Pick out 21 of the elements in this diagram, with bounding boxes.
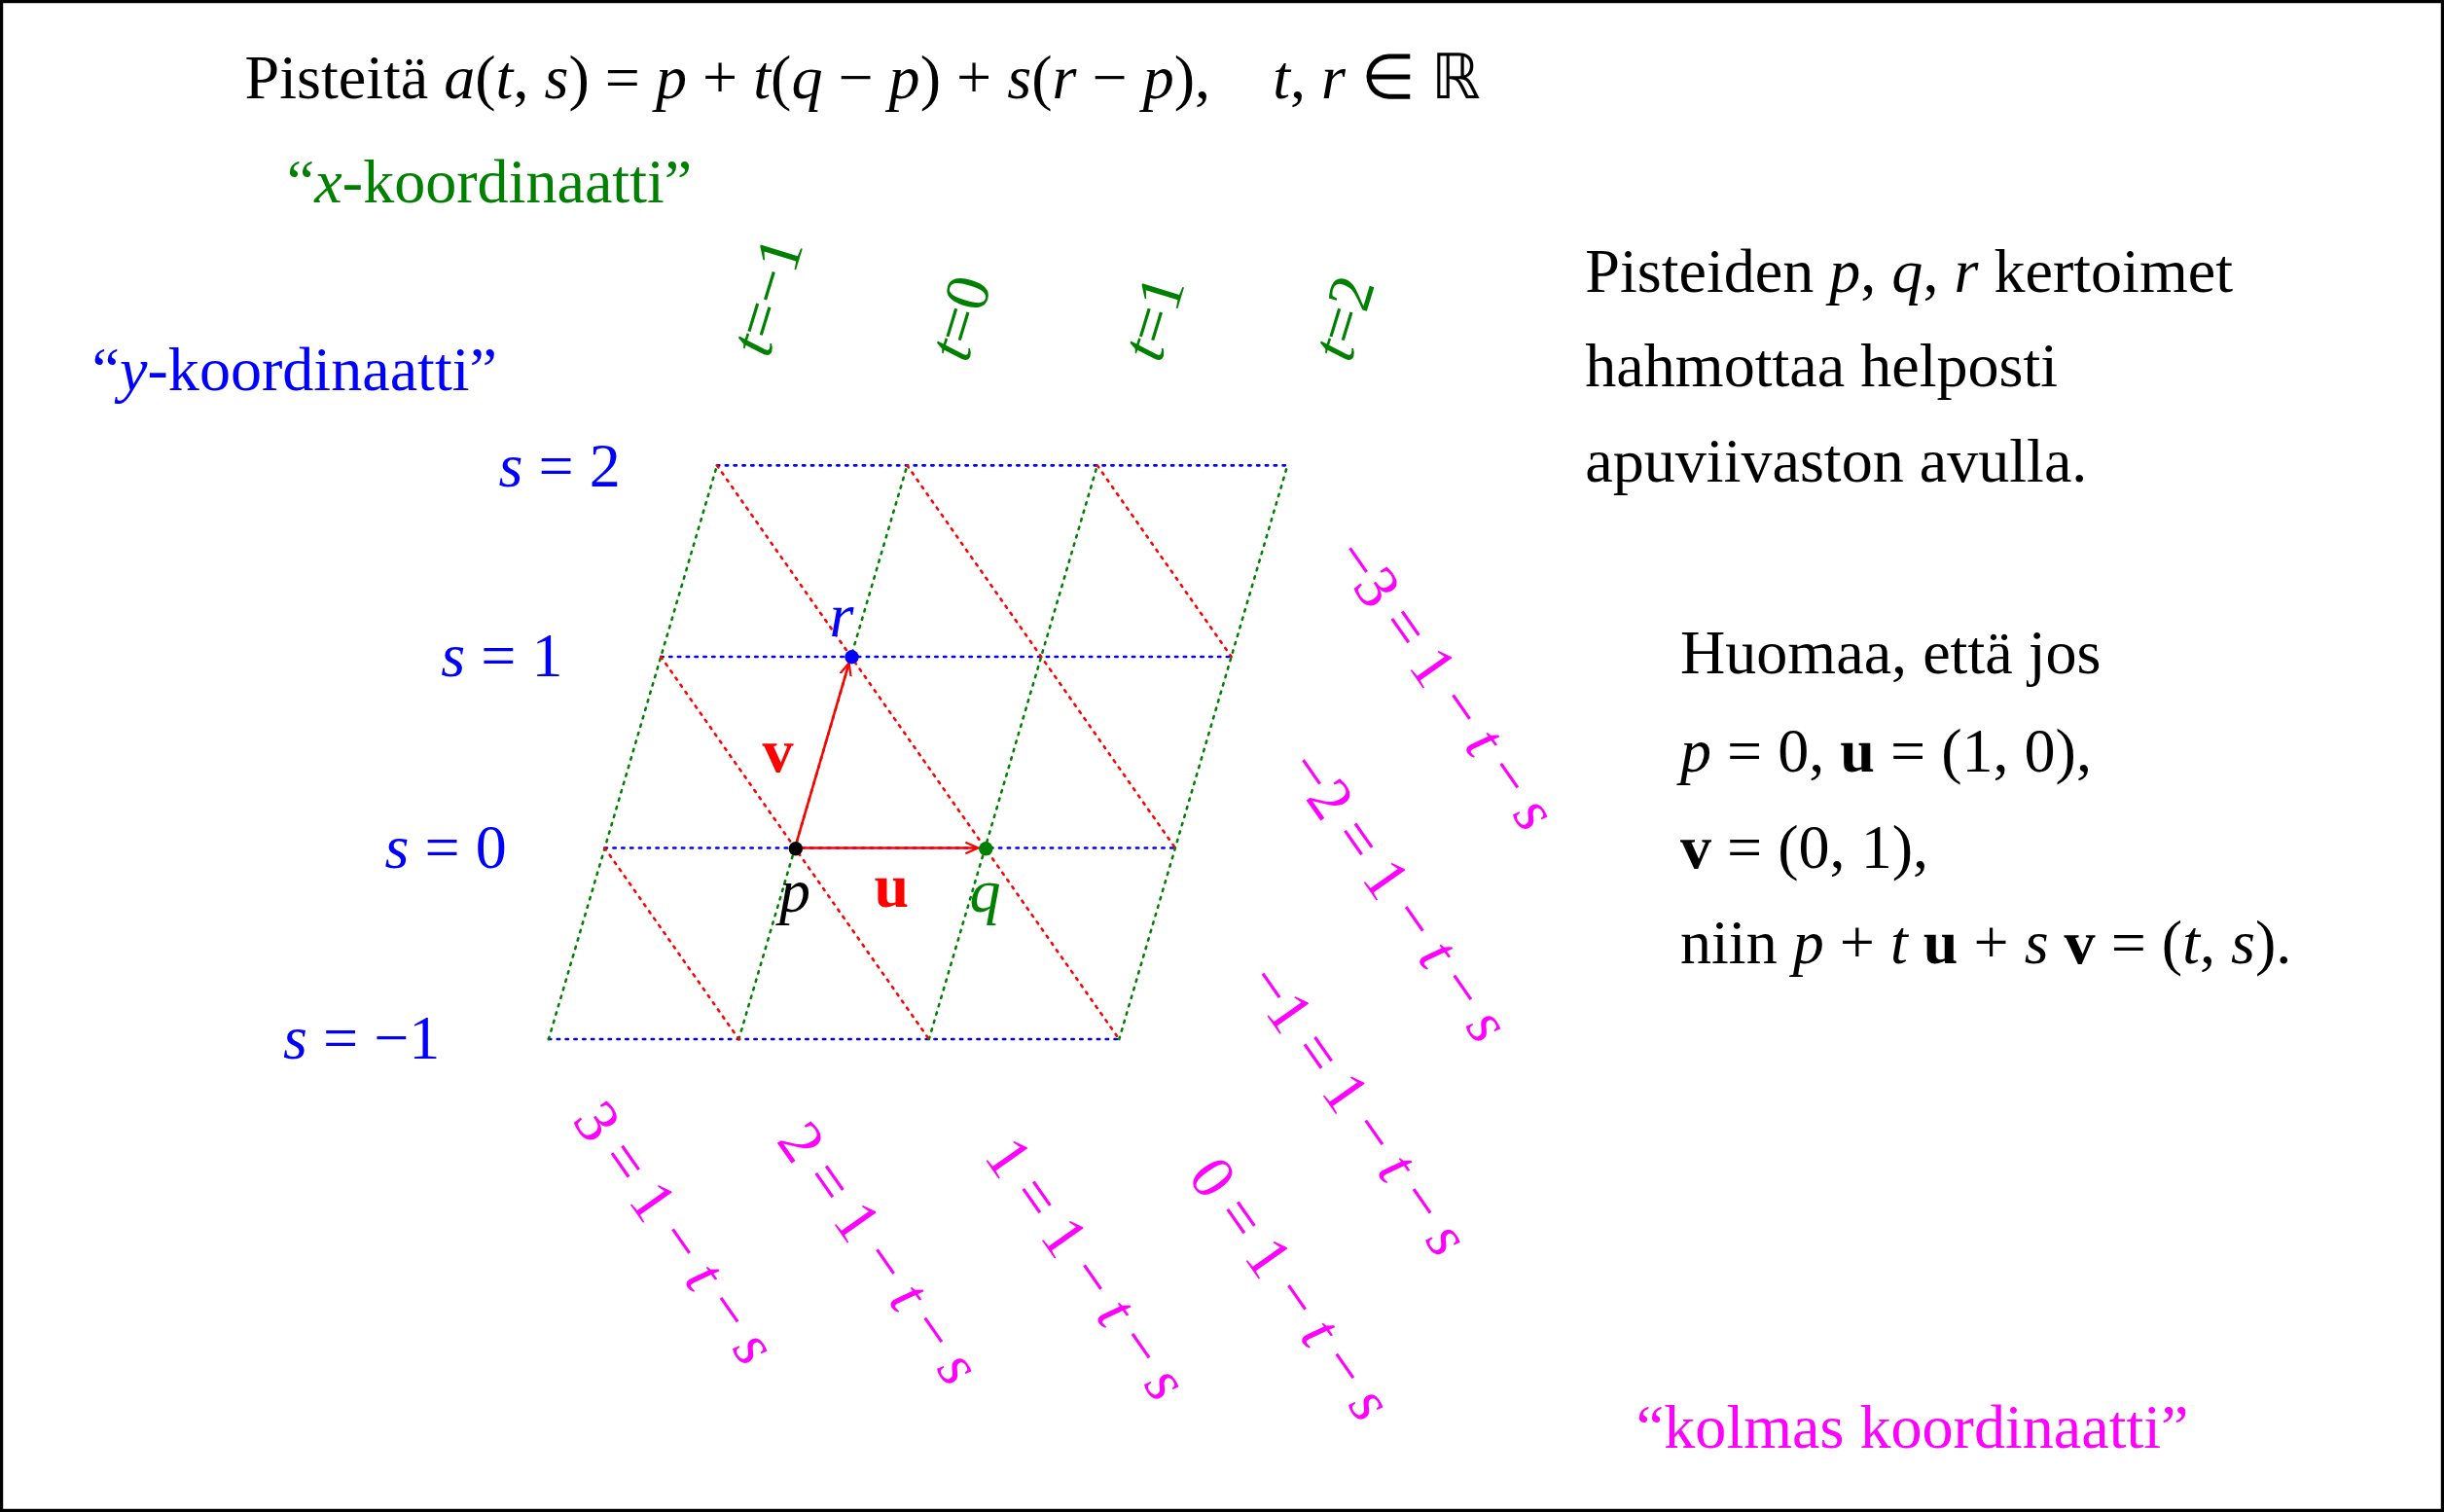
axis-label: s = 1 — [441, 625, 563, 688]
edge-label: v — [762, 720, 794, 783]
axis-label: t=0 — [917, 269, 1003, 368]
arrow — [802, 841, 980, 855]
axis-label: s = −1 — [283, 1006, 441, 1069]
point-label: r — [829, 584, 854, 647]
axis-label: s = 0 — [384, 816, 507, 880]
arrow — [795, 662, 852, 842]
axis-label: s = 2 — [498, 434, 621, 498]
axis-label: t=1 — [1111, 269, 1196, 368]
edge-label: u — [874, 855, 910, 918]
axis-label: “kolmas koordinaatti” — [1635, 1396, 2189, 1459]
note-text: niin p + t u + s v = (t, s). — [1680, 912, 2292, 975]
axis-label: t=2 — [1301, 269, 1386, 368]
axis-label: t=−1 — [719, 230, 814, 363]
note-text: Pisteiden p, q, r kertoimet hahmottaa helposti apuviivaston avulla. — [1585, 234, 2234, 498]
point-label: q — [969, 860, 1001, 923]
note-text: Huomaa, että jos — [1680, 622, 2102, 685]
note-text: v = (0, 1), — [1680, 816, 1929, 880]
title: Pisteitä a(t, s) = p + t(q − p) + s(r − p), t, r ∈ ℝ — [244, 47, 1482, 110]
axis-label: “x-koordinaatti” — [286, 151, 693, 214]
